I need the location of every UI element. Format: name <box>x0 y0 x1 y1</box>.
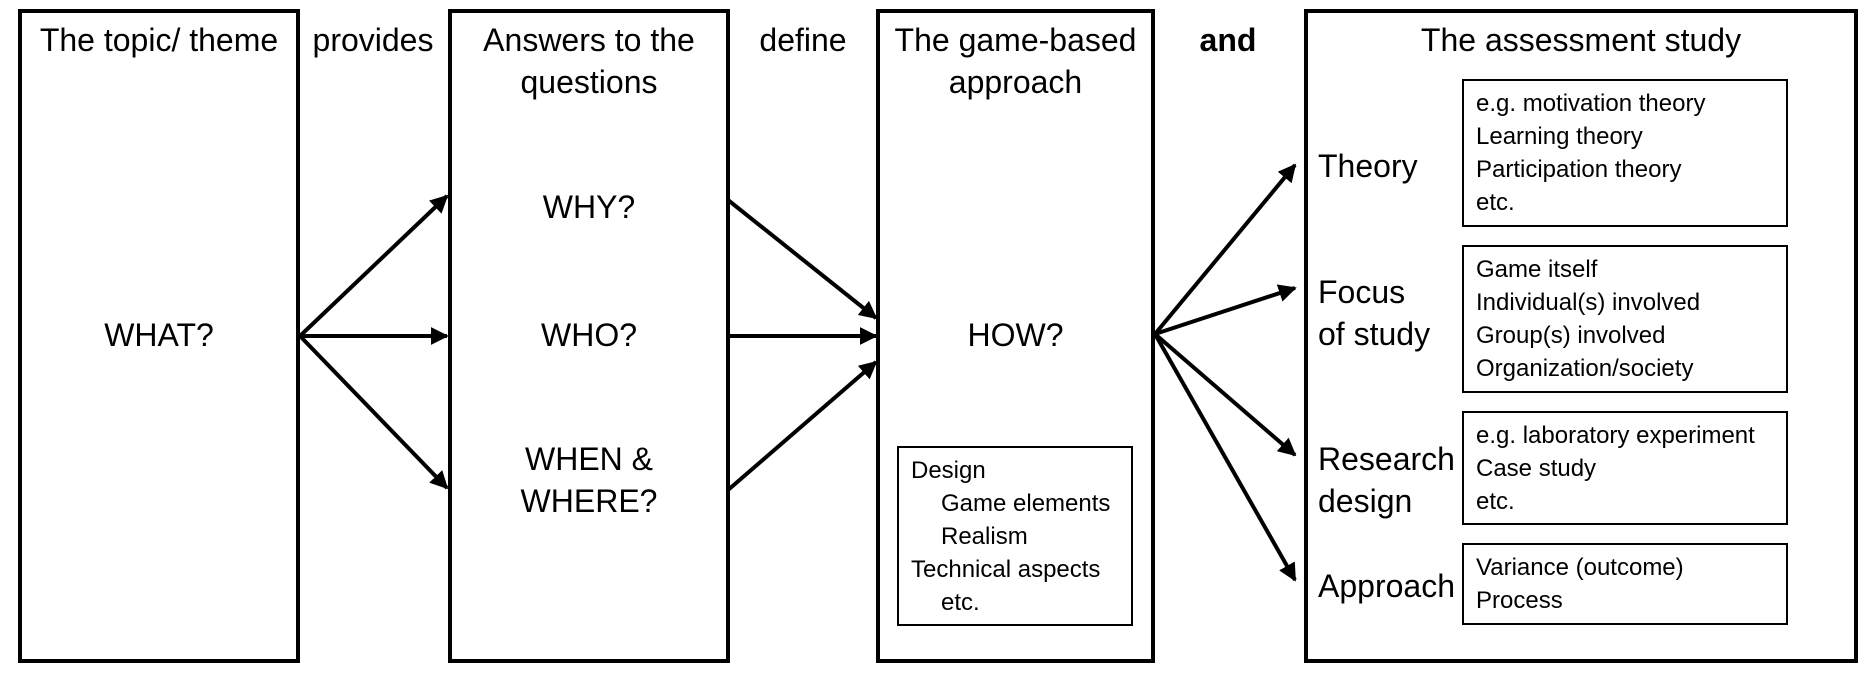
arrow-how-to-design <box>1153 332 1297 457</box>
when-question-line2: WHERE? <box>520 483 658 519</box>
design-label-line1: Research <box>1318 441 1455 477</box>
design-item: etc. <box>1476 488 1515 515</box>
answers-title-line1: Answers to the <box>483 22 695 58</box>
topic-column <box>18 9 300 663</box>
focus-item: Individual(s) involved <box>1476 289 1701 316</box>
what-question: WHAT? <box>104 317 214 353</box>
assessment-title: The assessment study <box>1420 22 1742 58</box>
game-box-item: Realism <box>941 523 1028 550</box>
answers-title-line2: questions <box>520 64 658 100</box>
approach-box: Variance (outcome) Process <box>1462 543 1788 625</box>
answers-column <box>448 9 730 663</box>
theory-item: Participation theory <box>1476 156 1682 183</box>
arrow-how-to-approach <box>1153 333 1297 582</box>
focus-item: Organization/society <box>1476 355 1694 382</box>
design-box: e.g. laboratory experiment Case study et… <box>1462 411 1788 525</box>
who-question: WHO? <box>541 317 637 353</box>
game-box-item: Technical aspects <box>911 556 1101 583</box>
theory-box: e.g. motivation theory Learning theory P… <box>1462 79 1788 227</box>
connector-and: and <box>1199 22 1257 58</box>
theory-item: Learning theory <box>1476 123 1643 150</box>
design-item: e.g. laboratory experiment <box>1476 422 1755 449</box>
theory-item: e.g. motivation theory <box>1476 90 1706 117</box>
theory-item: etc. <box>1476 189 1515 216</box>
focus-box: Game itself Individual(s) involved Group… <box>1462 245 1788 393</box>
focus-label-line2: of study <box>1318 316 1431 352</box>
approach-item: Process <box>1476 587 1563 614</box>
design-label-line2: design <box>1318 483 1413 519</box>
game-design-box: Design Game elements Realism Technical a… <box>897 446 1133 626</box>
arrow-why-to-how <box>726 198 878 320</box>
focus-item: Game itself <box>1476 256 1598 283</box>
topic-title: The topic/ theme <box>39 22 279 58</box>
focus-item: Group(s) involved <box>1476 322 1666 349</box>
why-question: WHY? <box>542 189 636 225</box>
arrow-how-to-theory <box>1153 163 1297 336</box>
how-question: HOW? <box>967 317 1064 353</box>
game-box-item: etc. <box>941 589 980 616</box>
theory-label: Theory <box>1318 148 1418 184</box>
approach-label: Approach <box>1318 568 1455 604</box>
when-question-line1: WHEN & <box>525 441 653 477</box>
approach-item: Variance (outcome) <box>1476 554 1684 581</box>
arrow-when-to-how <box>726 360 878 492</box>
connector-define: define <box>759 22 847 58</box>
arrow-what-to-why <box>298 194 449 338</box>
game-box-item: Design <box>911 457 986 484</box>
focus-label-line1: Focus <box>1318 274 1406 310</box>
game-box-item: Game elements <box>941 490 1111 517</box>
game-title-line2: approach <box>948 64 1083 100</box>
game-title-line1: The game-based <box>894 22 1137 58</box>
design-item: Case study <box>1476 455 1597 482</box>
arrow-how-to-focus <box>1154 284 1297 336</box>
arrow-what-to-when <box>298 334 449 490</box>
connector-provides: provides <box>312 22 434 58</box>
